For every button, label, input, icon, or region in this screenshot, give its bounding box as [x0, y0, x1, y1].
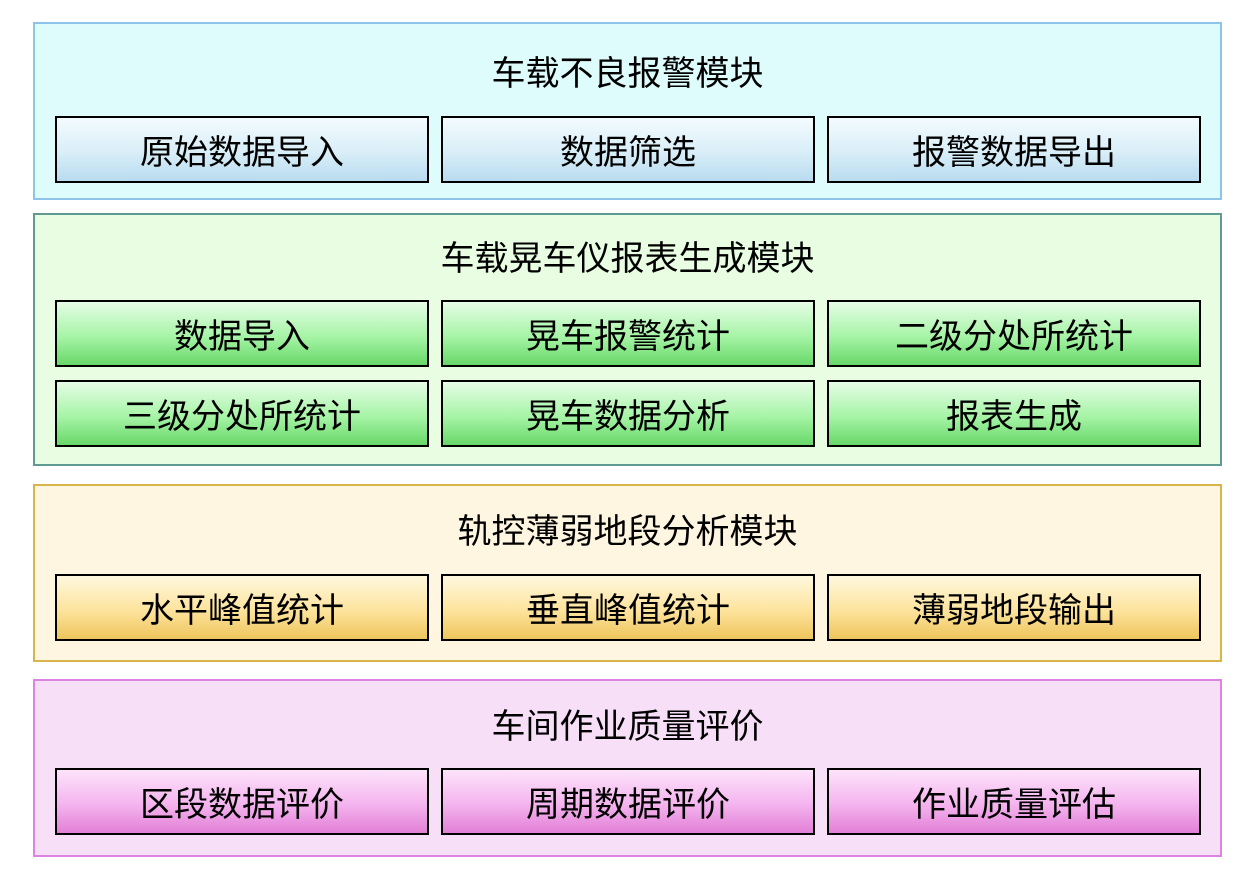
module-vehicle-alarm: 车载不良报警模块 原始数据导入 数据筛选 报警数据导出 [33, 22, 1222, 200]
box-sway-data-analysis: 晃车数据分析 [441, 380, 815, 447]
box-vertical-peak-stats: 垂直峰值统计 [441, 574, 815, 641]
box-work-quality-assessment: 作业质量评估 [827, 768, 1201, 835]
box-level2-location-stats: 二级分处所统计 [827, 300, 1201, 367]
box-report-generation: 报表生成 [827, 380, 1201, 447]
box-data-filter: 数据筛选 [441, 116, 815, 183]
module-weak-section-analysis: 轨控薄弱地段分析模块 水平峰值统计 垂直峰值统计 薄弱地段输出 [33, 484, 1222, 662]
box-section-data-eval: 区段数据评价 [55, 768, 429, 835]
box-horizontal-peak-stats: 水平峰值统计 [55, 574, 429, 641]
module-sway-report: 车载晃车仪报表生成模块 数据导入 晃车报警统计 二级分处所统计 三级分处所统计 … [33, 213, 1222, 466]
module-title: 车载晃车仪报表生成模块 [440, 239, 815, 279]
module-title: 车间作业质量评价 [491, 707, 764, 747]
box-weak-section-output: 薄弱地段输出 [827, 574, 1201, 641]
box-period-data-eval: 周期数据评价 [441, 768, 815, 835]
box-sway-alarm-stats: 晃车报警统计 [441, 300, 815, 367]
box-level3-location-stats: 三级分处所统计 [55, 380, 429, 447]
box-data-import: 数据导入 [55, 300, 429, 367]
box-raw-data-import: 原始数据导入 [55, 116, 429, 183]
module-title: 轨控薄弱地段分析模块 [457, 512, 798, 552]
module-workshop-quality-eval: 车间作业质量评价 区段数据评价 周期数据评价 作业质量评估 [33, 679, 1222, 857]
module-title: 车载不良报警模块 [491, 54, 764, 94]
box-alarm-data-export: 报警数据导出 [827, 116, 1201, 183]
